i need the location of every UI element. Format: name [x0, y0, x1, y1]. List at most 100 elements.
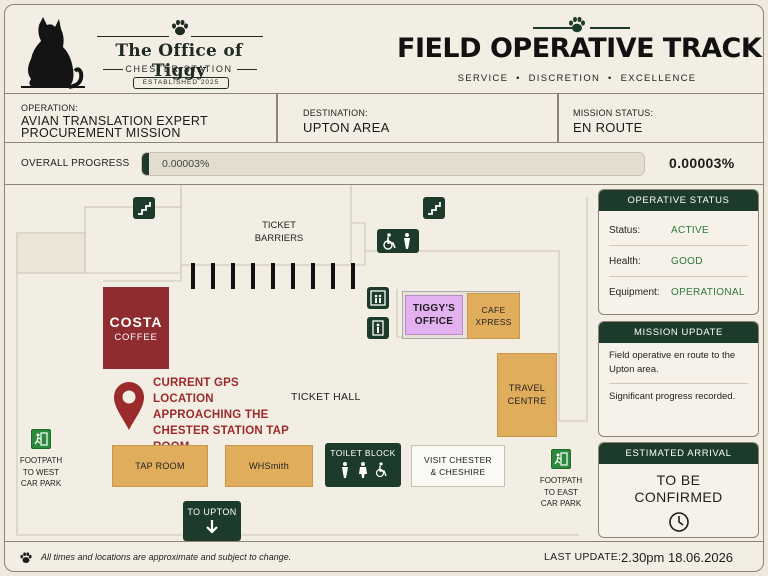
destination-label: DESTINATION: [303, 108, 368, 118]
footpath-east-label: FOOTPATH TO EAST CAR PARK [533, 475, 589, 510]
travel-centre-line2: CENTRE [507, 396, 547, 406]
mission-update-item: Significant progress recorded. [609, 391, 736, 402]
brand-subtitle: CHESTER STATION [125, 64, 233, 74]
ticket-barriers [191, 263, 355, 289]
brand-sub-rule-left [103, 69, 123, 70]
info-divider [557, 94, 559, 142]
equipment-row-label: Equipment: [609, 287, 660, 298]
last-update-label: LAST UPDATE: [544, 551, 622, 563]
ticket-barriers-line2: BARRIERS [254, 233, 304, 244]
cafe-xpress-unit: CAFE XPRESS [467, 293, 520, 339]
clock-icon [668, 512, 689, 532]
operation-label: OPERATION: [21, 103, 78, 113]
station-map: TICKET BARRIERS [5, 185, 593, 541]
mission-status-value: EN ROUTE [573, 120, 643, 135]
status-row: Status: ACTIVE [609, 215, 748, 246]
health-row-label: Health: [609, 255, 641, 267]
exit-icon [551, 449, 571, 469]
destination-value: UPTON AREA [303, 120, 390, 135]
tiggys-office-unit: TIGGY'S OFFICE [405, 295, 463, 335]
paw-icon [172, 19, 188, 36]
costa-coffee-unit: COSTA COFFEE [103, 287, 169, 369]
tiggys-office-line1: TIGGY'S [412, 303, 456, 314]
progress-label: OVERALL PROGRESS [21, 158, 130, 169]
exit-icon [31, 429, 51, 449]
map-walls [16, 185, 588, 536]
status-row-value: ACTIVE [671, 224, 709, 236]
brand-rule-right [191, 36, 263, 37]
health-row: Health: GOOD [609, 246, 748, 277]
arrival-line1: TO BE [656, 472, 701, 488]
mission-info-band: OPERATION: AVIAN TRANSLATION EXPERT PROC… [5, 93, 763, 143]
brand-rule-left [97, 36, 169, 37]
progress-bar: 0.00003% [141, 152, 645, 176]
gps-line3: CHESTER STATION TAP [153, 425, 290, 437]
mission-update-heading: MISSION UPDATE [599, 322, 758, 343]
gps-location-pin-icon [114, 382, 144, 430]
last-update-value: 2.30pm 18.06.2026 [621, 550, 734, 565]
visit-chester-unit: VISIT CHESTER & CHESHIRE [411, 445, 505, 487]
footpath-east-line2: TO EAST [543, 487, 579, 497]
ticket-barriers-line1: TICKET [262, 220, 296, 231]
travel-centre-unit: TRAVEL CENTRE [497, 353, 557, 437]
operation-value-line2: PROCUREMENT MISSION [21, 126, 181, 140]
operative-status-heading: OPERATIVE STATUS [599, 190, 758, 211]
paw-icon [569, 16, 585, 33]
paw-icon [20, 552, 32, 564]
tiggys-office-line2: OFFICE [414, 316, 454, 327]
cafe-xpress-line1: CAFE [481, 305, 506, 315]
wheelchair-icon [383, 233, 410, 250]
info-divider [276, 94, 278, 142]
tap-room-unit: TAP ROOM [112, 445, 208, 487]
progress-band: OVERALL PROGRESS 0.00003% 0.00003% [5, 143, 763, 185]
progress-value: 0.00003% [669, 155, 735, 171]
costa-sublabel: COFFEE [114, 331, 158, 343]
equipment-row-value: OPERATIONAL [671, 287, 745, 298]
progress-bar-fill [142, 153, 149, 175]
cat-logo-icon [21, 17, 85, 89]
footpath-west-line1: FOOTPATH [19, 456, 63, 465]
tap-room-label: TAP ROOM [135, 461, 185, 471]
footpath-west-line3: CAR PARK [20, 479, 62, 488]
to-upton-label: TO UPTON [187, 507, 237, 517]
ticket-barriers-label: TICKET BARRIERS [227, 219, 331, 245]
brand-sub-rule-right [237, 69, 257, 70]
cafe-xpress-line2: XPRESS [475, 317, 512, 327]
arrow-down-icon [206, 520, 218, 534]
mission-status-label: MISSION STATUS: [573, 108, 654, 118]
visit-chester-line2: & CHESHIRE [430, 467, 486, 477]
mission-update-card: MISSION UPDATE Field operative en route … [598, 321, 759, 437]
gps-line2: APPROACHING THE [153, 409, 269, 421]
footpath-east-line3: CAR PARK [540, 499, 582, 508]
dashboard-frame: The Office of Tiggy CHESTER STATION ESTA… [4, 4, 764, 572]
footpath-west-label: FOOTPATH TO WEST CAR PARK [13, 455, 69, 490]
toilet-icons [342, 462, 387, 478]
whsmith-label: WHSmith [248, 461, 290, 471]
accessible-facilities-sign [377, 229, 419, 253]
footer-bar: All times and locations are approximate … [5, 541, 763, 571]
gps-location-text: CURRENT GPS LOCATION APPROACHING THE CHE… [153, 375, 303, 455]
title-rule-left [533, 27, 573, 29]
footpath-west-line2: TO WEST [22, 467, 60, 477]
mission-update-item: Field operative en route to the Upton ar… [609, 343, 748, 384]
progress-bar-text: 0.00003% [162, 158, 210, 170]
toilet-block-label: TOILET BLOCK [330, 448, 396, 458]
visit-chester-line1: VISIT CHESTER [424, 455, 492, 465]
tagline: SERVICE • DISCRETION • EXCELLENCE [457, 73, 697, 84]
arrival-line2: CONFIRMED [634, 489, 723, 505]
status-row-label: Status: [609, 224, 641, 236]
brand-established: ESTABLISHED 2025 [133, 77, 229, 89]
ticket-hall-label: TICKET HALL [291, 391, 361, 403]
costa-label: COSTA [109, 313, 163, 330]
disclaimer-text: All times and locations are approximate … [41, 552, 292, 562]
stairs-icon [133, 197, 155, 219]
brand-title: The Office of Tiggy [115, 41, 243, 81]
stairs-icon [423, 197, 445, 219]
equipment-row: Equipment: OPERATIONAL [609, 277, 748, 308]
to-upton-sign[interactable]: TO UPTON [183, 501, 241, 541]
elevator-icon [367, 317, 389, 339]
footpath-east-line1: FOOTPATH [539, 476, 583, 485]
page-title: FIELD OPERATIVE TRACKING [397, 33, 763, 64]
estimated-arrival-value: TO BE CONFIRMED [599, 472, 758, 506]
health-row-value: GOOD [671, 255, 703, 267]
